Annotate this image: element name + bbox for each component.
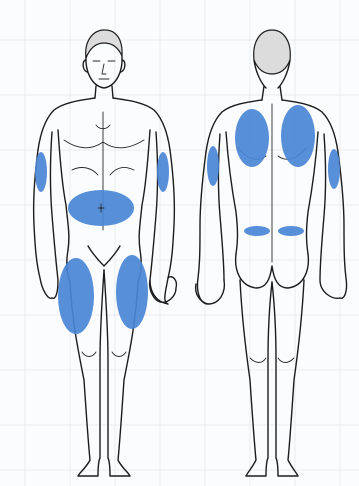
front-torso [58, 130, 150, 250]
back-neck [262, 86, 282, 100]
back-left-hand [196, 280, 225, 304]
front-right-hand [150, 277, 177, 303]
front-left-thigh-site [58, 258, 94, 334]
front-figure [34, 30, 177, 476]
injection-sites [35, 105, 340, 334]
back-figure [196, 30, 347, 476]
front-knees [82, 352, 126, 357]
front-right-upper-arm-site [157, 152, 169, 192]
front-left-upper-arm-site [35, 152, 47, 192]
front-hair [86, 30, 122, 58]
back-left-leg [240, 280, 272, 476]
back-right-flank-site [278, 226, 304, 236]
back-hair [254, 30, 291, 74]
back-right-shoulder-site [281, 105, 315, 167]
back-left-flank-site [244, 226, 270, 236]
back-right-leg [272, 280, 304, 476]
back-knees [250, 358, 294, 363]
front-face [93, 61, 115, 79]
front-head [86, 56, 122, 88]
back-left-shoulder-site [235, 109, 269, 167]
back-left-upper-arm-site [207, 146, 219, 186]
front-right-thigh-site [116, 255, 148, 329]
back-right-upper-arm-site [328, 149, 340, 189]
